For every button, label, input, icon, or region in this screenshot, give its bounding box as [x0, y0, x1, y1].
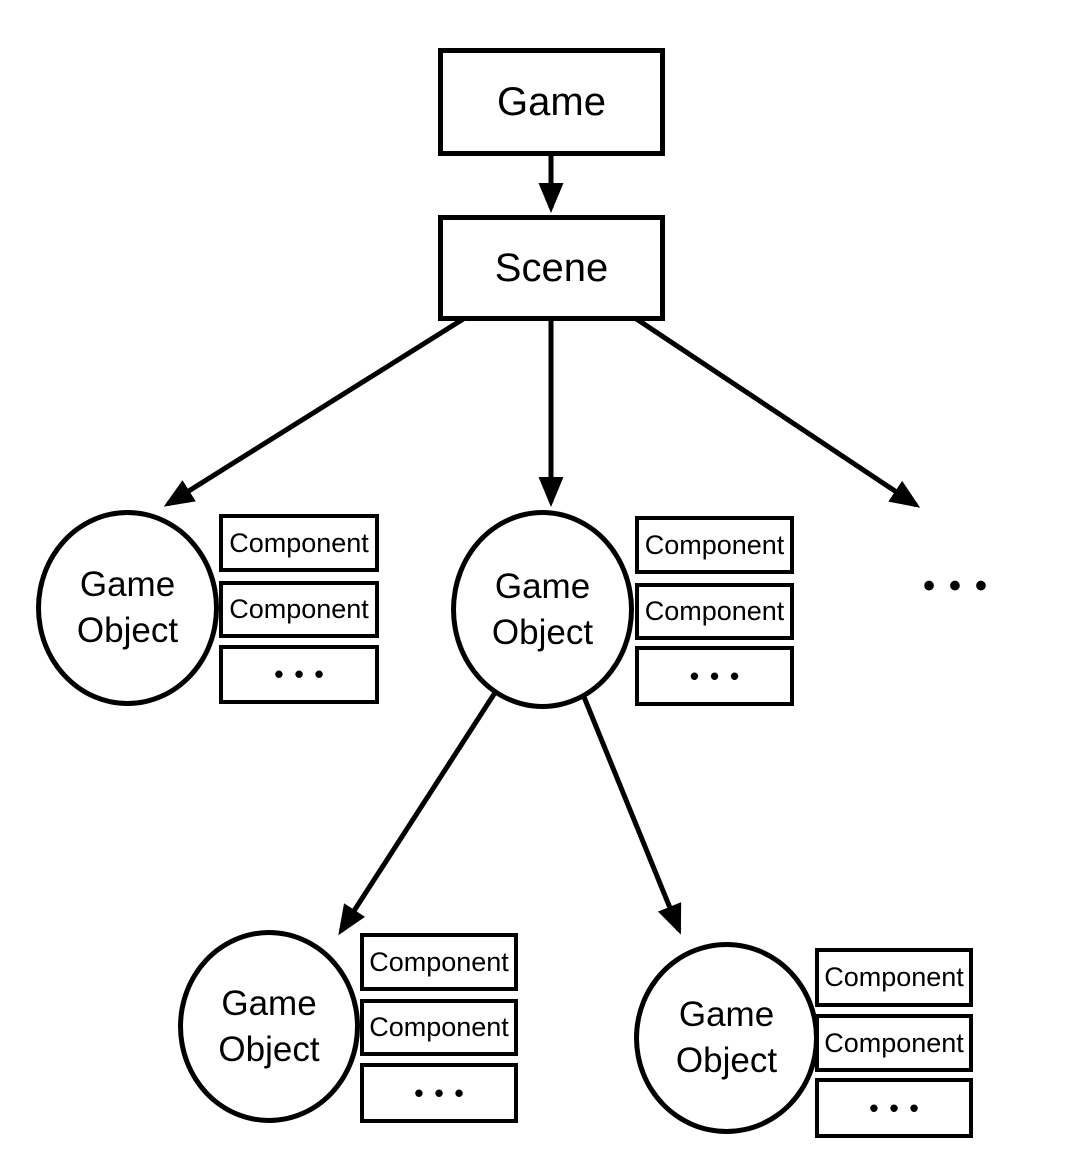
- game-object-node: Game Object: [451, 510, 634, 709]
- component-label: Component: [229, 594, 369, 624]
- scene-node: Scene: [438, 215, 665, 321]
- component-ellipsis: •••: [414, 1077, 475, 1108]
- game-object-label-line1: Game: [678, 995, 775, 1034]
- component-ellipsis-box: •••: [815, 1078, 973, 1138]
- game-object-node: Game Object: [634, 942, 819, 1134]
- game-object-label-line2: Object: [76, 611, 179, 650]
- component-box: Component: [219, 581, 379, 638]
- game-node-label: Game: [497, 79, 606, 124]
- game-object-node: Game Object: [36, 510, 219, 706]
- component-label: Component: [369, 946, 509, 977]
- component-label: Component: [369, 1012, 509, 1042]
- component-ellipsis: •••: [869, 1092, 930, 1123]
- component-box: Component: [219, 514, 379, 572]
- more-objects-ellipsis: •••: [898, 558, 1012, 614]
- game-object-label-line1: Game: [494, 566, 591, 606]
- scene-node-label: Scene: [494, 245, 609, 290]
- component-box: Component: [815, 948, 973, 1007]
- arrow-object-to-bottom-right: [579, 691, 682, 935]
- game-object-label-line1: Game: [221, 983, 317, 1023]
- component-ellipsis-box: •••: [635, 646, 794, 706]
- component-label: Component: [229, 527, 369, 558]
- ellipsis-dots: •••: [923, 566, 1001, 605]
- component-box: Component: [635, 583, 794, 640]
- game-node: Game: [438, 48, 665, 156]
- component-label: Component: [824, 1027, 964, 1058]
- game-object-label-line2: Object: [491, 612, 594, 652]
- game-object-node: Game Object: [178, 930, 360, 1123]
- component-box: Component: [360, 999, 518, 1056]
- component-ellipsis-box: •••: [219, 645, 379, 704]
- component-box: Component: [815, 1014, 973, 1072]
- game-object-label-line2: Object: [218, 1029, 320, 1069]
- game-object-label-line2: Object: [675, 1041, 778, 1080]
- arrow-object-to-bottom-left: [338, 686, 501, 936]
- component-ellipsis-box: •••: [360, 1063, 518, 1123]
- component-box: Component: [635, 516, 794, 574]
- arrow-scene-to-left-object: [163, 313, 470, 507]
- game-object-label-line1: Game: [79, 565, 176, 604]
- component-ellipsis: •••: [274, 659, 335, 689]
- component-label: Component: [824, 962, 964, 992]
- component-label: Component: [644, 596, 785, 626]
- component-box: Component: [360, 933, 518, 991]
- arrow-scene-to-more: [630, 313, 921, 508]
- component-ellipsis: •••: [689, 660, 751, 691]
- component-label: Component: [644, 529, 785, 560]
